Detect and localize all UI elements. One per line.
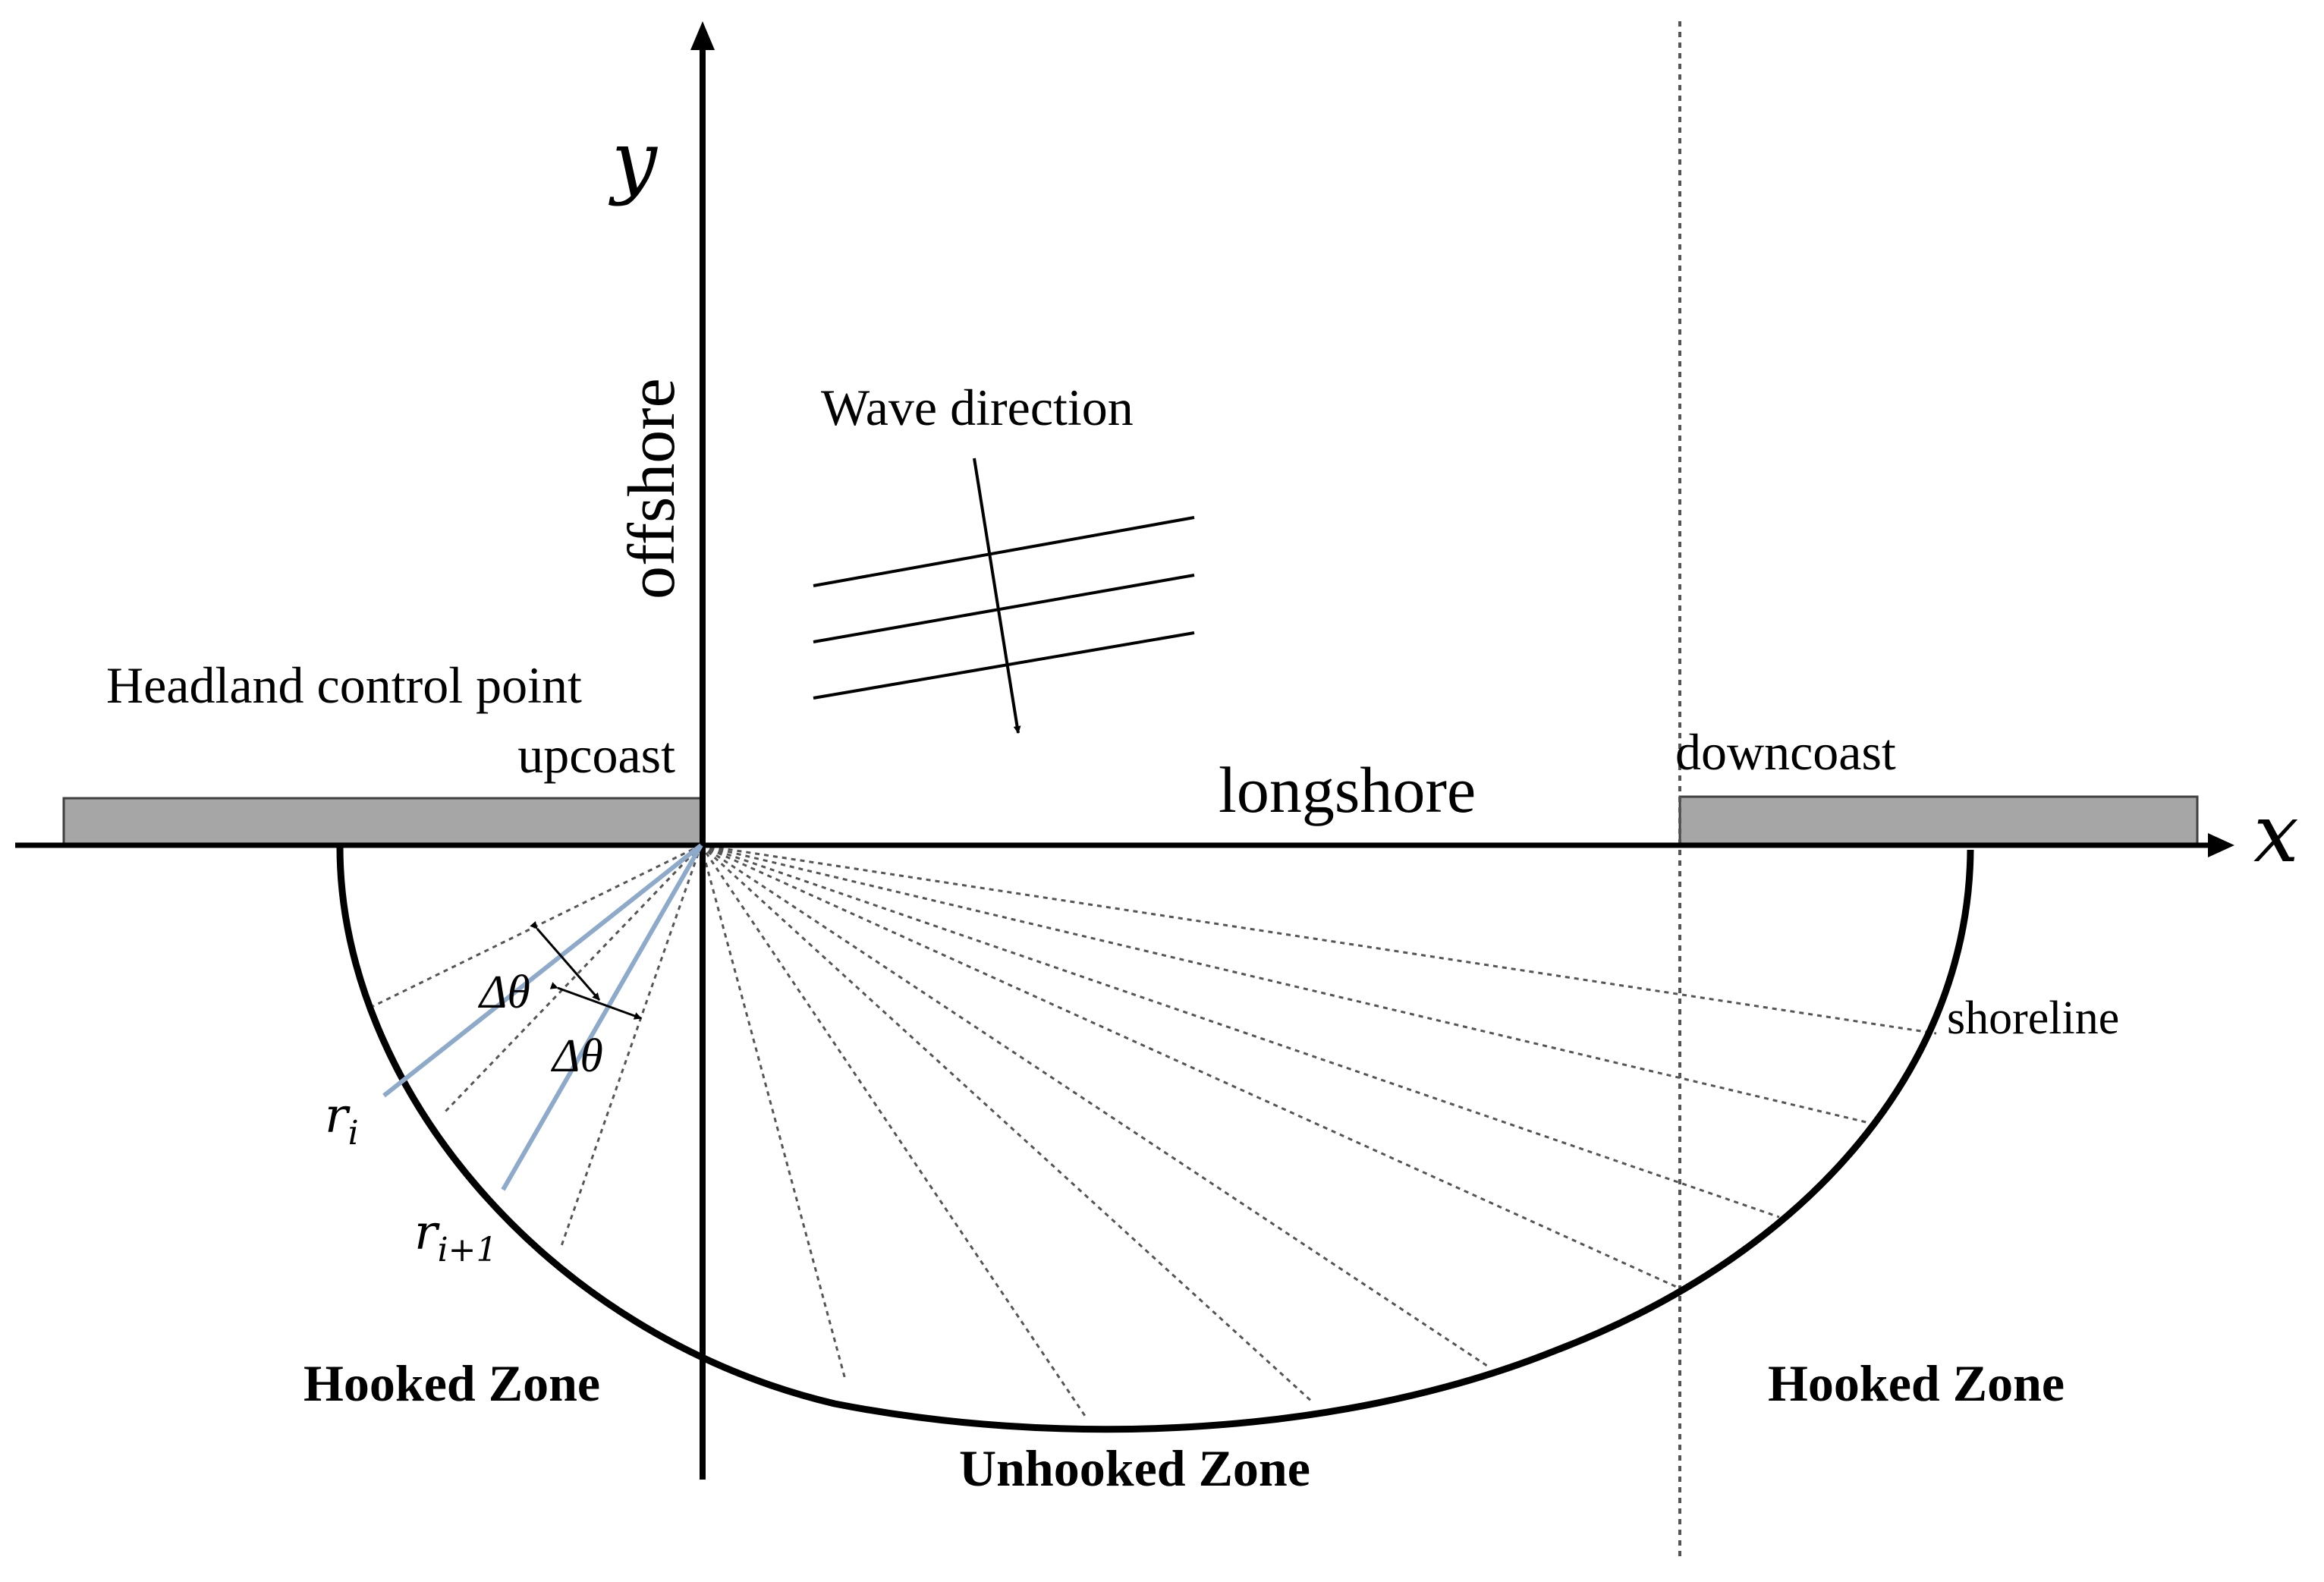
wave-direction-label: Wave direction — [821, 379, 1134, 436]
headland-label-line1: Headland control point — [106, 656, 582, 714]
radial-dotted-line — [700, 844, 1488, 1367]
radial-lines — [373, 844, 1937, 1417]
wave-crest-3 — [813, 631, 1195, 700]
wave-crest-1 — [813, 516, 1195, 587]
radial-dotted-line — [700, 844, 1937, 1035]
radial-dotted-line — [700, 844, 847, 1380]
x-axis-arrowhead — [2208, 833, 2234, 857]
y-axis-label: y — [609, 114, 658, 207]
headland-block-left — [62, 797, 703, 845]
headland-block-right — [1678, 795, 2199, 845]
r-i-plus-1-subscript: i+1 — [438, 1231, 498, 1269]
shoreline-curve — [336, 846, 1974, 1433]
radial-dotted-line — [373, 844, 702, 1008]
shoreline-label: shoreline — [1947, 992, 2119, 1044]
r-i-base: r — [325, 1088, 351, 1144]
radial-dotted-line — [560, 844, 703, 1247]
wave-crest-2 — [813, 574, 1195, 643]
radial-dotted-line — [700, 844, 1681, 1290]
hooked-zone-right-label: Hooked Zone — [1768, 1354, 2065, 1412]
radial-dotted-line — [700, 844, 1314, 1404]
headland-label-line2: upcoast — [517, 726, 675, 784]
offshore-label: offshore — [615, 378, 689, 599]
delta-theta-label-1: Δθ — [477, 967, 530, 1018]
radial-dotted-line — [700, 844, 1870, 1124]
hooked-zone-left-label: Hooked Zone — [303, 1354, 600, 1412]
r-i-subscript: i — [348, 1114, 359, 1153]
r-i-plus-1-base: r — [414, 1205, 440, 1261]
y-axis-arrowhead — [690, 21, 715, 50]
radial-line-r-i-plus-1 — [501, 844, 703, 1191]
radial-dotted-line — [700, 844, 1087, 1417]
radial-dotted-line — [700, 844, 1780, 1219]
downcoast-label: downcoast — [1675, 723, 1896, 781]
longshore-label: longshore — [1219, 753, 1476, 826]
unhooked-zone-label: Unhooked Zone — [959, 1439, 1310, 1497]
r-i-plus-1-label: ri+1 — [414, 1205, 498, 1269]
radial-line-r-i — [382, 843, 703, 1098]
wave-direction-arrow — [973, 458, 1021, 734]
delta-theta-label-2: Δθ — [550, 1030, 603, 1082]
r-i-label: ri — [325, 1088, 359, 1153]
delta-theta-arrow-2 — [549, 982, 642, 1020]
x-axis-label: x — [2253, 787, 2299, 880]
